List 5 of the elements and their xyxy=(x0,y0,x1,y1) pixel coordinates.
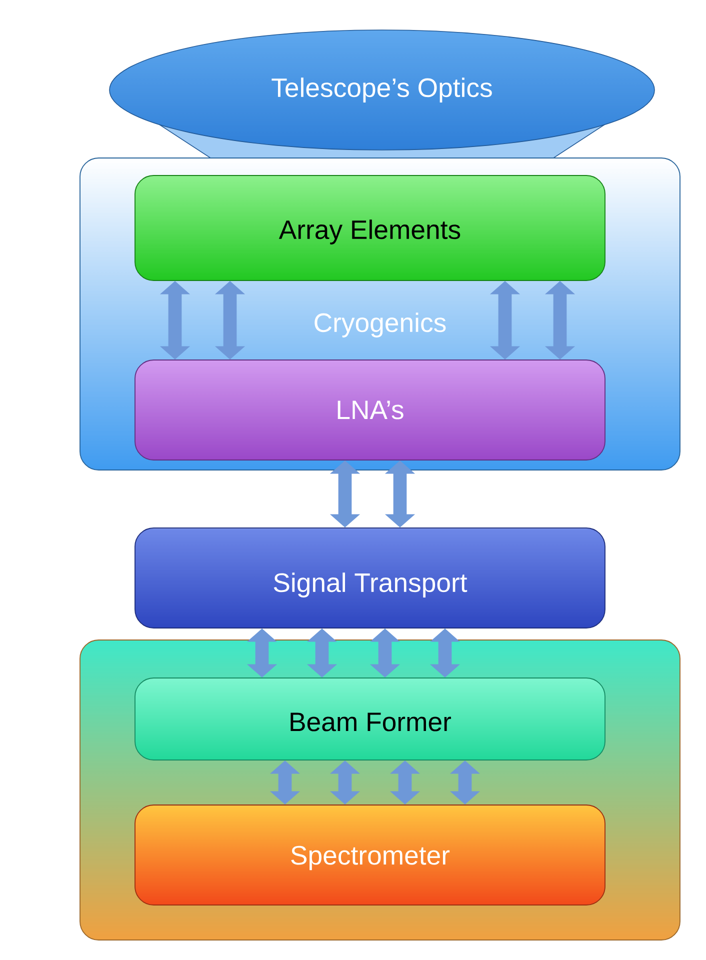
transport-box: Signal Transport xyxy=(134,528,606,628)
array-box: Array Elements xyxy=(134,175,606,281)
beamformer-box: Beam Former xyxy=(134,678,606,760)
lna-box: LNA’s xyxy=(134,360,606,460)
spectrometer-box: Spectrometer xyxy=(134,804,606,906)
